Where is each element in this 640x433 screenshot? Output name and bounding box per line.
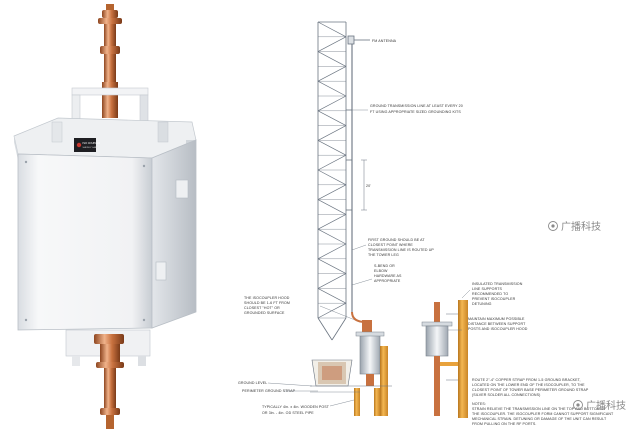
notes-title: NOTES: xyxy=(472,402,486,406)
tower-diagonal xyxy=(317,154,347,171)
tower-lacing xyxy=(317,21,347,319)
maintain-label-3: POSTS AND ISOCOUPLER HOOD xyxy=(468,327,528,331)
tower-diagonal xyxy=(317,273,347,289)
first-ground-label-4: THE TOWER LEG xyxy=(368,253,399,257)
top-copper-conductor xyxy=(98,4,122,118)
tower-diagonal xyxy=(317,243,347,260)
tower-diagonal xyxy=(317,125,347,141)
fm-antenna-label: FM ANTENNA xyxy=(372,39,397,43)
sbend-label-1: S-BEND OR xyxy=(374,264,395,268)
watermark-top: 广播科技 xyxy=(548,220,601,233)
ground-kits xyxy=(346,109,352,211)
enclosure-body: ISO COUPLER SHIVELY LABS xyxy=(17,138,197,331)
tower-diagonal xyxy=(317,140,347,156)
tower-diagonal xyxy=(317,36,347,52)
perimeter-label: PERIMETER GROUND STRAP xyxy=(242,389,296,393)
tower-diagonal xyxy=(317,288,347,304)
maintain-label-2: DISTANCE BETWEEN SUPPORT xyxy=(468,322,526,326)
ground-line-label-1: GROUND TRANSMISSION LINE AT LEAST EVERY … xyxy=(370,104,463,108)
ground-level-label: GROUND LEVEL xyxy=(238,381,267,385)
hood-label-1: THE ISOCOUPLER HOOD xyxy=(244,296,290,300)
tower-diagonal xyxy=(317,169,347,186)
tower-diagonal xyxy=(317,95,347,112)
notes-line-2: THE ISOCOUPLER. THE ISOCOUPLER FORM CANN… xyxy=(472,412,614,416)
tower-diagonal xyxy=(317,184,347,200)
ground-level-leader xyxy=(267,382,313,387)
plate-caption: SHIVELY LABS xyxy=(83,146,99,149)
plate-label: ISO COUPLER xyxy=(83,141,101,145)
hood-label-3: CLOSEST "HOT" OR xyxy=(244,306,280,310)
tower-diagonal xyxy=(317,80,347,97)
insulated-label-1: INSULATED TRANSMISSION xyxy=(472,282,523,286)
enclosure-hood xyxy=(13,117,197,160)
sbend-label-3: HARDWARE AS xyxy=(374,274,402,278)
maintain-label-1: MAINTAIN MAXIMUM POSSIBLE xyxy=(468,317,525,321)
hood-label-4: GROUNDED SURFACE xyxy=(244,311,285,315)
route-label-4: (SILVER SOLDER ALL CONNECTIONS) xyxy=(472,393,540,397)
sbend-label-4: APPROPRIATE xyxy=(374,279,401,283)
tower-diagonal xyxy=(317,51,347,67)
first-ground-label-2: CLOSEST POINT WHERE xyxy=(368,243,413,247)
route-label-3: CLOSEST POINT OF TOWER BASE PERIMETER GR… xyxy=(472,388,589,392)
first-ground-label-3: TRANSMISSION LINE IS ROUTED UP xyxy=(368,248,434,252)
watermark-bottom: 广播科技 xyxy=(573,399,626,412)
tower-diagonal xyxy=(317,199,347,215)
tower-diagonal xyxy=(317,228,347,245)
bottom-copper-conductor xyxy=(94,334,124,429)
tower-diagonal xyxy=(317,110,347,126)
post-label-2: OR 3in. - 4in. OD STEEL PIPE xyxy=(262,411,314,415)
post-label-1: TYPICALLY 4in. x 4in. WOODEN POST xyxy=(262,405,330,409)
ground-line-label-2: FT USING APPROPRIATE SIZED GROUNDING KIT… xyxy=(370,110,461,114)
tower-base-isocoupler xyxy=(310,311,392,416)
diagram-labels: FM ANTENNA GROUND TRANSMISSION LINE AT L… xyxy=(238,39,614,426)
sbend-label-2: ELBOW xyxy=(374,269,388,273)
tower-diagonal xyxy=(317,214,347,230)
watermark-text-top: 广播科技 xyxy=(561,220,601,233)
post-leader xyxy=(329,399,355,407)
insulated-label-4: PREVENT ISOCOUPLER xyxy=(472,297,516,301)
insulated-label-2: LINE SUPPORTS xyxy=(472,287,502,291)
notes-line-4: FROM PULLING ON THE RF PORTS. xyxy=(472,422,536,426)
hood-label-2: SHOULD BE 1-6 FT FROM xyxy=(244,301,290,305)
isocoupler-photo: ISO COUPLER SHIVELY LABS xyxy=(13,4,197,429)
insulated-label-3: RECOMMENDED TO xyxy=(472,292,508,296)
tower-diagonal xyxy=(317,66,347,82)
route-label-2: LOCATED ON THE LOWER END OF THE ISOCOUPL… xyxy=(472,383,585,387)
manufacturer-plate xyxy=(74,138,96,152)
insulated-label-5: DETUNING xyxy=(472,302,492,306)
detail-isocoupler xyxy=(421,289,471,418)
dimension-label: 20' xyxy=(366,184,371,188)
tower-diagonal xyxy=(317,21,347,38)
route-label-1: ROUTE 2"-4" COPPER STRAP FROM 1-5 GROUND… xyxy=(472,378,581,382)
first-ground-label-1: FIRST GROUND SHOULD BE AT xyxy=(368,238,425,242)
tower-diagonal xyxy=(317,258,347,274)
notes-line-1: STRAIN RELIEVE THE TRANSMISSION LINE ON … xyxy=(472,407,607,411)
notes-line-3: MECHANICAL STRAIN. DETUNING OR DAMAGE OF… xyxy=(472,417,607,421)
tower-diagram xyxy=(317,21,373,341)
watermark-text-bottom: 广播科技 xyxy=(586,399,626,412)
